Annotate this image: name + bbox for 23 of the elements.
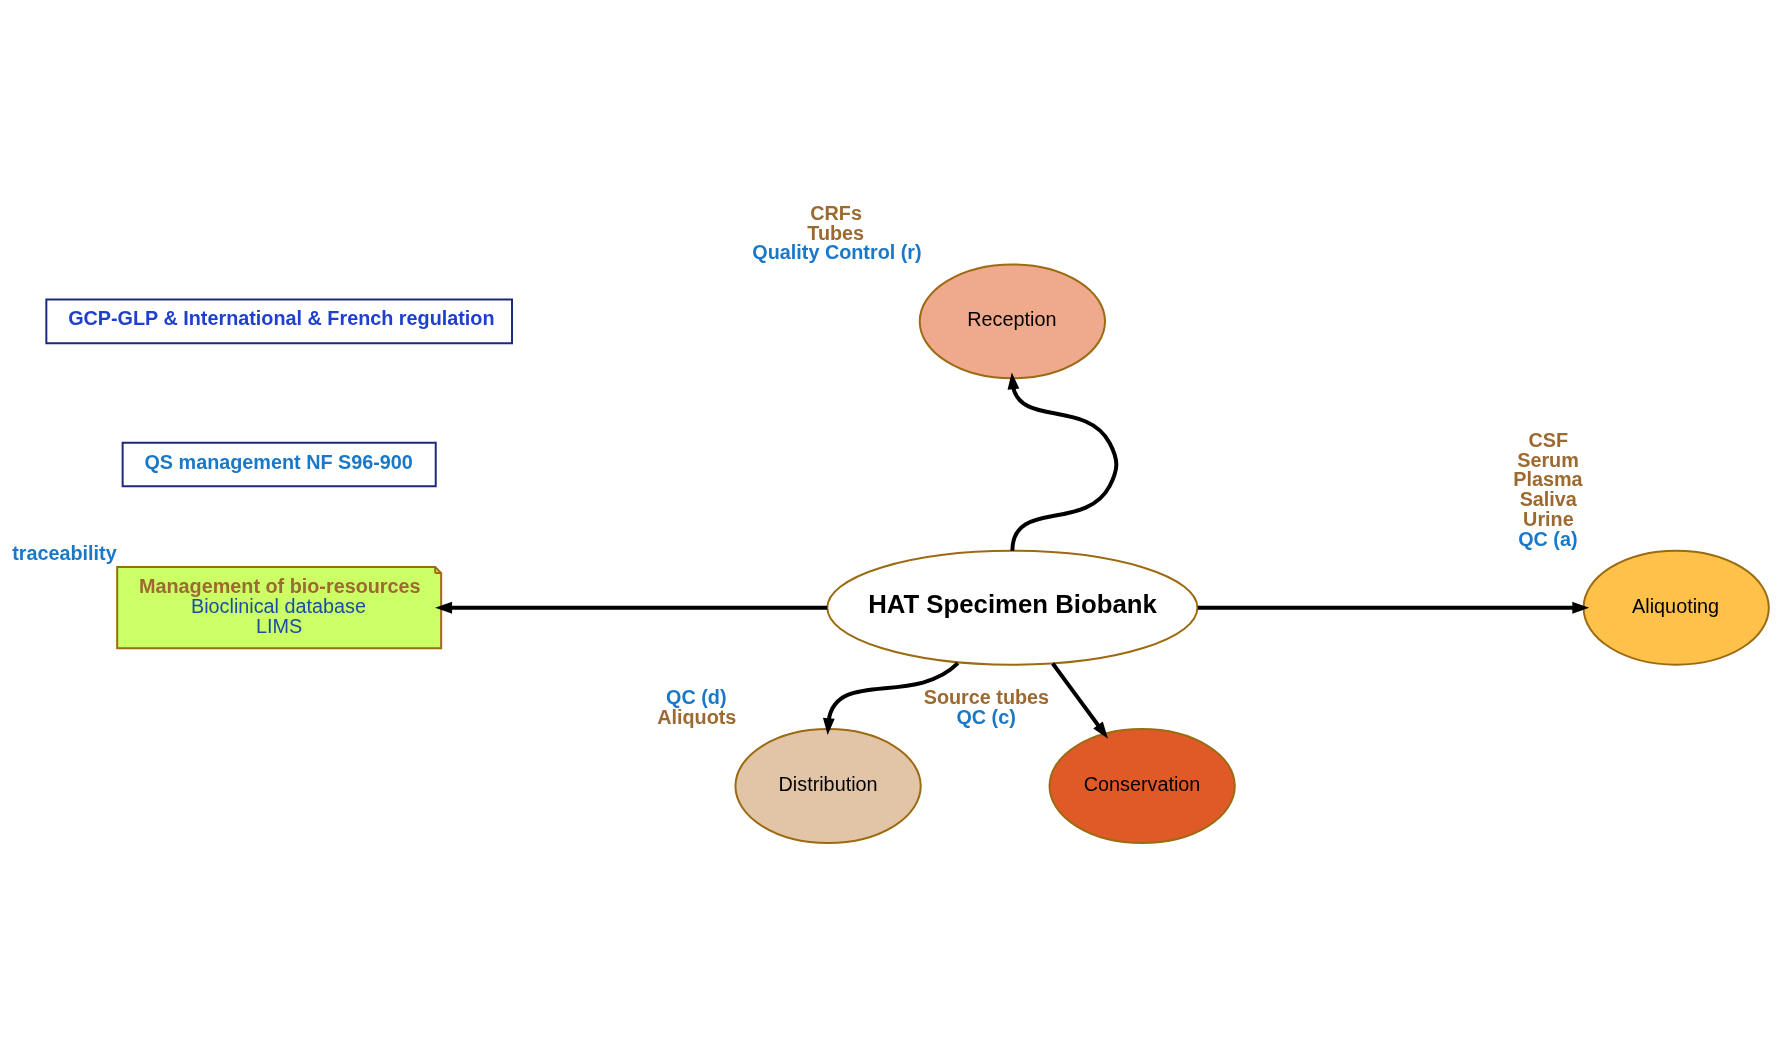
node-ellipse: Aliquoting bbox=[1582, 549, 1770, 666]
node-label: Serum bbox=[1517, 448, 1579, 471]
node-label: Source tubes bbox=[923, 686, 1050, 709]
node-ellipse: Reception bbox=[918, 263, 1106, 380]
node-label: Plasma bbox=[1513, 468, 1583, 491]
node-label: CRFs bbox=[810, 201, 862, 224]
node-label: Quality Control (r) bbox=[752, 241, 922, 264]
node-label: QC (d) bbox=[666, 686, 727, 709]
node-ellipse: HAT Specimen Biobank bbox=[826, 549, 1199, 666]
node-label: traceability bbox=[12, 542, 117, 565]
node-label: QC (c) bbox=[956, 706, 1016, 729]
arrow bbox=[1197, 601, 1590, 614]
arrow bbox=[1051, 662, 1109, 739]
node-label: QC (a) bbox=[1518, 527, 1578, 550]
arrow bbox=[435, 601, 828, 614]
arrow bbox=[822, 661, 960, 736]
node-ellipse: Distribution bbox=[734, 728, 922, 845]
node-label: CSF bbox=[1528, 428, 1569, 451]
node-box: GCP-GLP & International & French regulation bbox=[45, 298, 513, 345]
node-label: Tubes bbox=[807, 221, 865, 244]
node-ellipse: Conservation bbox=[1048, 728, 1236, 845]
arrow bbox=[1007, 372, 1119, 551]
node-box: QS management NF S96-900 bbox=[121, 441, 437, 488]
